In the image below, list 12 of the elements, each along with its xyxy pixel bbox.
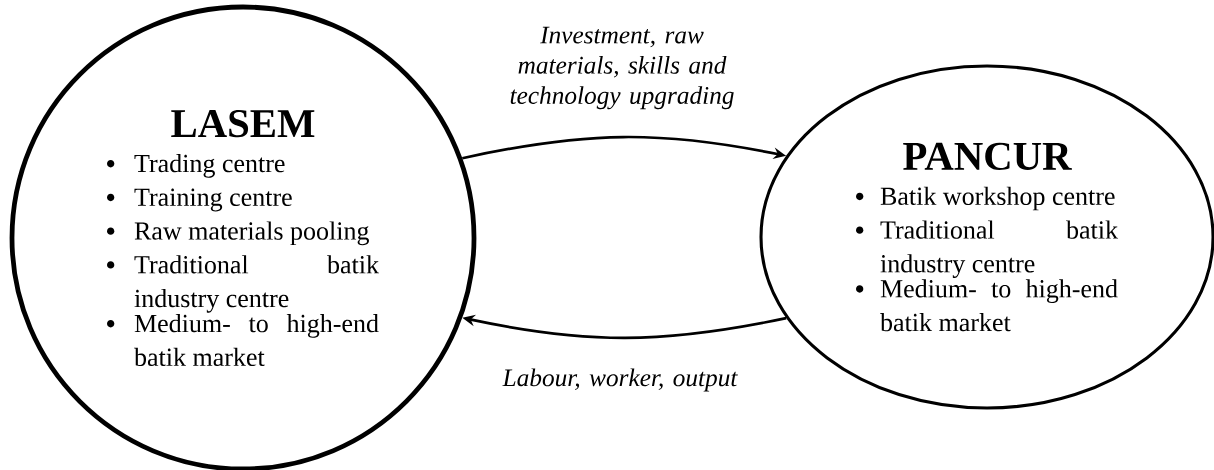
list-item: Batik workshop centre bbox=[856, 186, 1115, 211]
list-item: Training centre bbox=[107, 188, 292, 212]
heading: LASEM bbox=[171, 109, 315, 138]
edge-label: Investment, raw materials, skills and technology upgrading bbox=[510, 26, 734, 110]
list-item: Medium- to high-end batik market bbox=[107, 314, 379, 367]
list-item: Traditional batik industry centre bbox=[107, 255, 379, 313]
heading: PANCUR bbox=[903, 142, 1072, 171]
list-item: Raw materials pooling bbox=[107, 221, 369, 246]
list-item: Medium- to high-end batik market bbox=[856, 279, 1118, 332]
edge-label: Labour, worker, output bbox=[502, 368, 738, 392]
list-item: Trading centre bbox=[107, 154, 285, 178]
list-item: Traditional batik industry centre bbox=[856, 220, 1119, 278]
